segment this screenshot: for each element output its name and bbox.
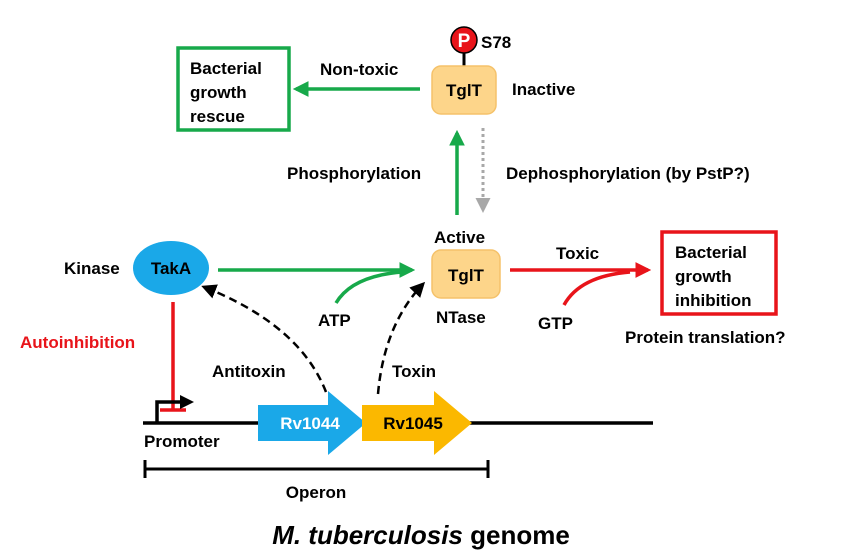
toxic-label: Toxic bbox=[556, 244, 599, 263]
phosphorylation-label: Phosphorylation bbox=[287, 164, 421, 183]
promoter-arrow-icon bbox=[155, 395, 194, 423]
kinase-label: Kinase bbox=[64, 259, 120, 278]
rv1045-gene: Rv1045 bbox=[362, 391, 472, 455]
genome-caption: M. tuberculosis genome bbox=[272, 520, 570, 550]
genome-species: M. tuberculosis bbox=[272, 520, 463, 550]
takA-label: TakA bbox=[151, 259, 191, 278]
toxin-label: Toxin bbox=[392, 362, 436, 381]
promoter-label: Promoter bbox=[144, 432, 220, 451]
dephosphorylation-label: Dephosphorylation (by PstP?) bbox=[506, 164, 750, 183]
tglT-active-label: TglT bbox=[448, 266, 484, 285]
phosphate-badge-icon: P bbox=[450, 26, 478, 54]
atp-label: ATP bbox=[318, 311, 351, 330]
takA-node: TakA bbox=[133, 241, 209, 295]
rescue-line-1: Bacterial bbox=[190, 59, 262, 78]
phospho-site-label: S78 bbox=[481, 33, 511, 52]
antitoxin-arrow bbox=[201, 284, 328, 393]
rescue-line-3: rescue bbox=[190, 107, 245, 126]
rv1045-label: Rv1045 bbox=[383, 414, 443, 433]
autoinhibition-label: Autoinhibition bbox=[20, 333, 135, 352]
genome-suffix: genome bbox=[463, 520, 570, 550]
rv1044-gene: Rv1044 bbox=[258, 391, 366, 455]
inhibition-line-2: growth bbox=[675, 267, 732, 286]
rescue-box: Bacterial growth rescue bbox=[176, 46, 291, 132]
ntase-label: NTase bbox=[436, 308, 486, 327]
rv1044-label: Rv1044 bbox=[280, 414, 340, 433]
active-state-label: Active bbox=[434, 228, 485, 247]
phospho-badge-letter: P bbox=[458, 31, 471, 52]
atp-curve bbox=[334, 270, 403, 304]
tglT-inactive-node: TglT bbox=[431, 65, 497, 115]
toxin-arrow bbox=[376, 281, 426, 395]
protein-translation-label: Protein translation? bbox=[625, 328, 786, 347]
inhibition-line-3: inhibition bbox=[675, 291, 751, 310]
antitoxin-label: Antitoxin bbox=[212, 362, 286, 381]
gtp-curve bbox=[562, 270, 631, 306]
non-toxic-label: Non-toxic bbox=[320, 60, 398, 79]
operon-bracket bbox=[143, 460, 490, 478]
inactive-state-label: Inactive bbox=[512, 80, 575, 99]
inhibition-box: Bacterial growth inhibition bbox=[660, 230, 778, 316]
tglT-inactive-label: TglT bbox=[446, 81, 482, 100]
inhibition-line-1: Bacterial bbox=[675, 243, 747, 262]
gtp-label: GTP bbox=[538, 314, 573, 333]
tglT-active-node: TglT bbox=[431, 249, 501, 299]
rescue-line-2: growth bbox=[190, 83, 247, 102]
operon-label: Operon bbox=[286, 483, 346, 502]
